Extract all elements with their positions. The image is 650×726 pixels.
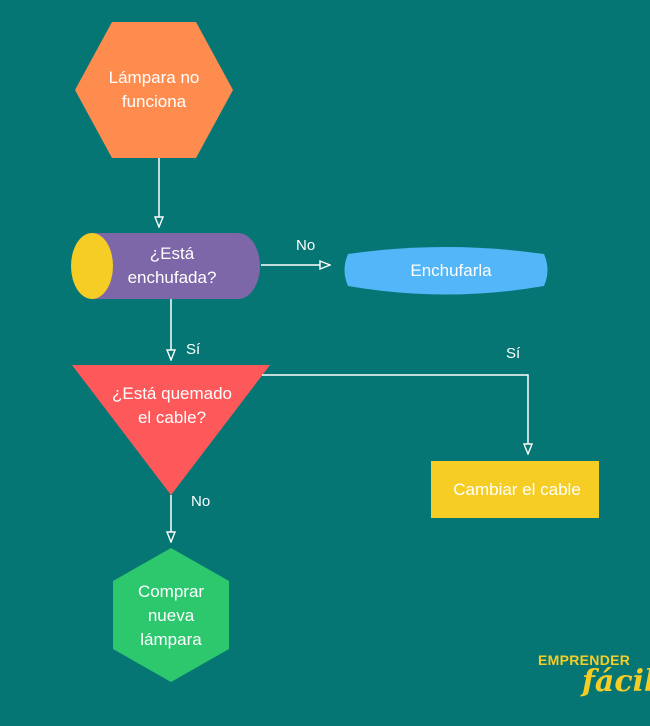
edge-label-q1-yes: Sí [186, 341, 201, 358]
plug-in-label: Enchufarla [348, 258, 554, 284]
logo-text-top: EMPRENDER [538, 652, 631, 668]
question-cable-triangle [72, 365, 270, 495]
end-label-line3: lámpara [140, 630, 202, 649]
question-enchufada-line1: ¿Está [149, 244, 195, 263]
edge-label-q2-yes: Sí [506, 345, 521, 362]
change-cable-rect [431, 461, 599, 518]
start-label-line2: funciona [121, 92, 187, 111]
end-label-line2: nueva [147, 606, 195, 625]
start-label: Lámpara no funciona [75, 64, 233, 116]
question-cable-line1: ¿Está quemado [111, 384, 232, 403]
question-cable-line2: el cable? [137, 408, 207, 427]
logo-text-bottom: fácil [582, 664, 650, 699]
question-enchufada-line2: enchufada? [127, 268, 217, 287]
plug-in-shape [344, 247, 548, 295]
question-enchufada-cylinder [71, 233, 260, 299]
plug-in-line1: Enchufarla [410, 261, 492, 280]
connector-q2-yes [262, 374, 528, 449]
start-hexagon [75, 22, 233, 158]
end-label: Comprar nueva lámpara [113, 577, 229, 655]
edge-label-q2-no: No [191, 493, 211, 510]
start-label-line1: Lámpara no [108, 68, 200, 87]
change-cable-label: Cambiar el cable [431, 476, 603, 504]
edge-label-q1-no: No [296, 237, 316, 254]
question-cable-label: ¿Está quemado el cable? [86, 380, 258, 432]
change-cable-line1: Cambiar el cable [453, 480, 581, 499]
end-label-line1: Comprar [137, 582, 205, 601]
question-enchufada-label: ¿Está enchufada? [110, 240, 234, 292]
end-hexagon [113, 548, 229, 682]
emprender-facil-logo: EMPRENDER fácil [536, 650, 650, 710]
